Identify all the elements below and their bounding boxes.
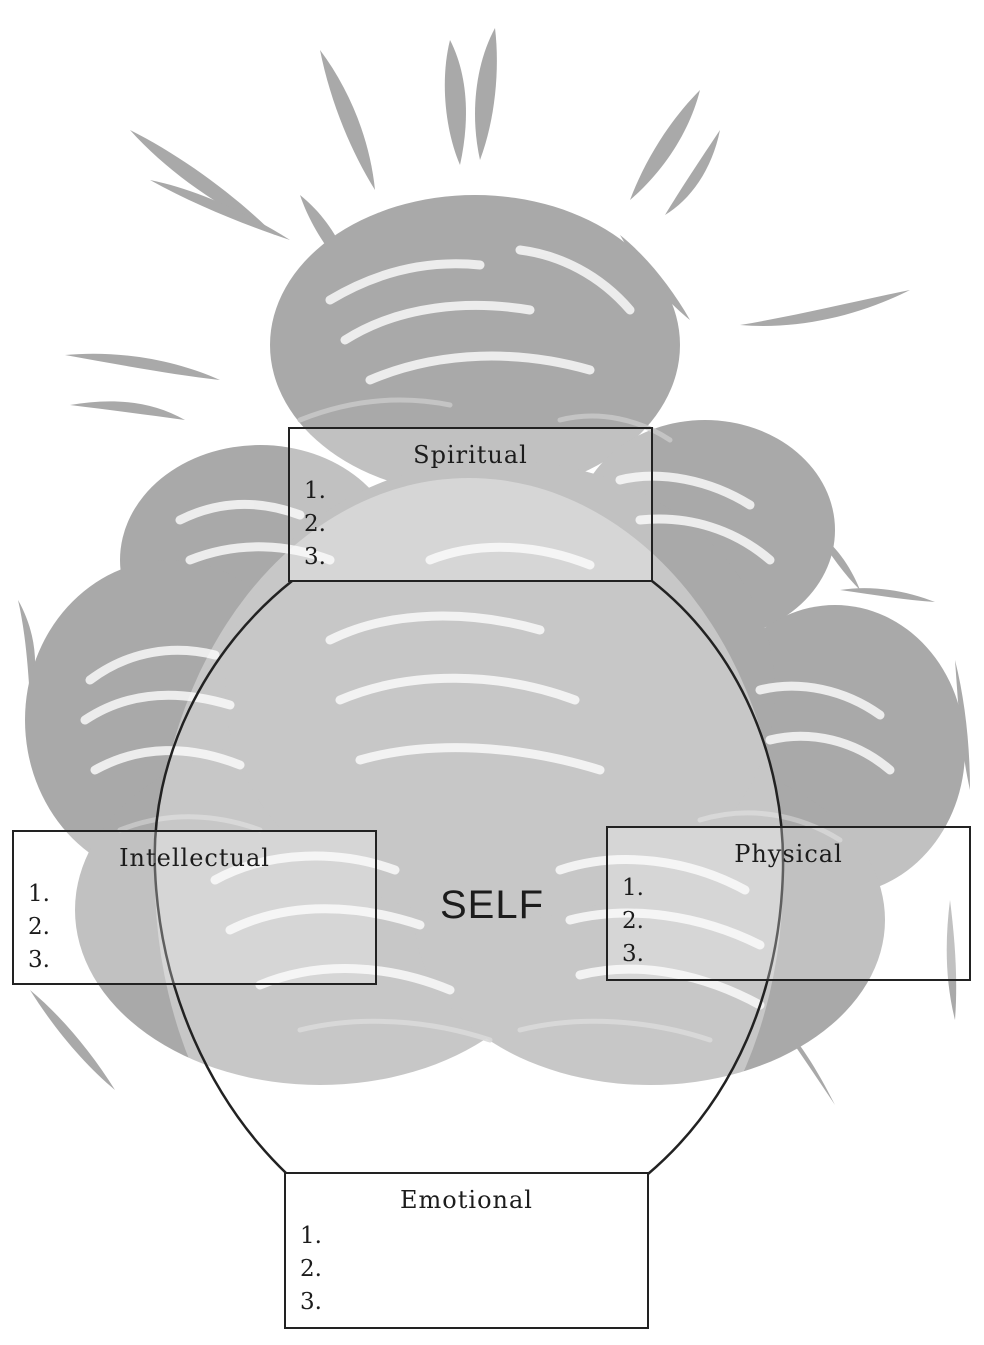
list-item: 1. (300, 1223, 322, 1249)
spiritual-box: Spiritual 1. 2. 3. (288, 427, 653, 582)
emotional-title: Emotional (400, 1186, 533, 1214)
self-outline (153, 580, 785, 1175)
physical-box: Physical 1. 2. 3. (606, 826, 971, 981)
list-item: 1. (622, 875, 644, 901)
list-item: 1. (304, 478, 326, 504)
list-item: 3. (622, 941, 644, 967)
intellectual-list: 1. 2. 3. (28, 878, 50, 977)
emotional-list: 1. 2. 3. (300, 1220, 322, 1319)
list-item: 2. (300, 1256, 322, 1282)
spiritual-title: Spiritual (413, 441, 528, 469)
list-item: 2. (622, 908, 644, 934)
list-item: 3. (28, 947, 50, 973)
physical-list: 1. 2. 3. (622, 872, 644, 971)
intellectual-box: Intellectual 1. 2. 3. (12, 830, 377, 985)
self-oval (155, 478, 783, 1278)
list-item: 3. (304, 544, 326, 570)
list-item: 2. (304, 511, 326, 537)
list-item: 3. (300, 1289, 322, 1315)
spiritual-list: 1. 2. 3. (304, 475, 326, 574)
intellectual-title: Intellectual (119, 844, 270, 872)
list-item: 2. (28, 914, 50, 940)
list-item: 1. (28, 881, 50, 907)
self-label: SELF (440, 883, 545, 927)
physical-title: Physical (734, 840, 843, 868)
emotional-box: Emotional 1. 2. 3. (284, 1172, 649, 1329)
